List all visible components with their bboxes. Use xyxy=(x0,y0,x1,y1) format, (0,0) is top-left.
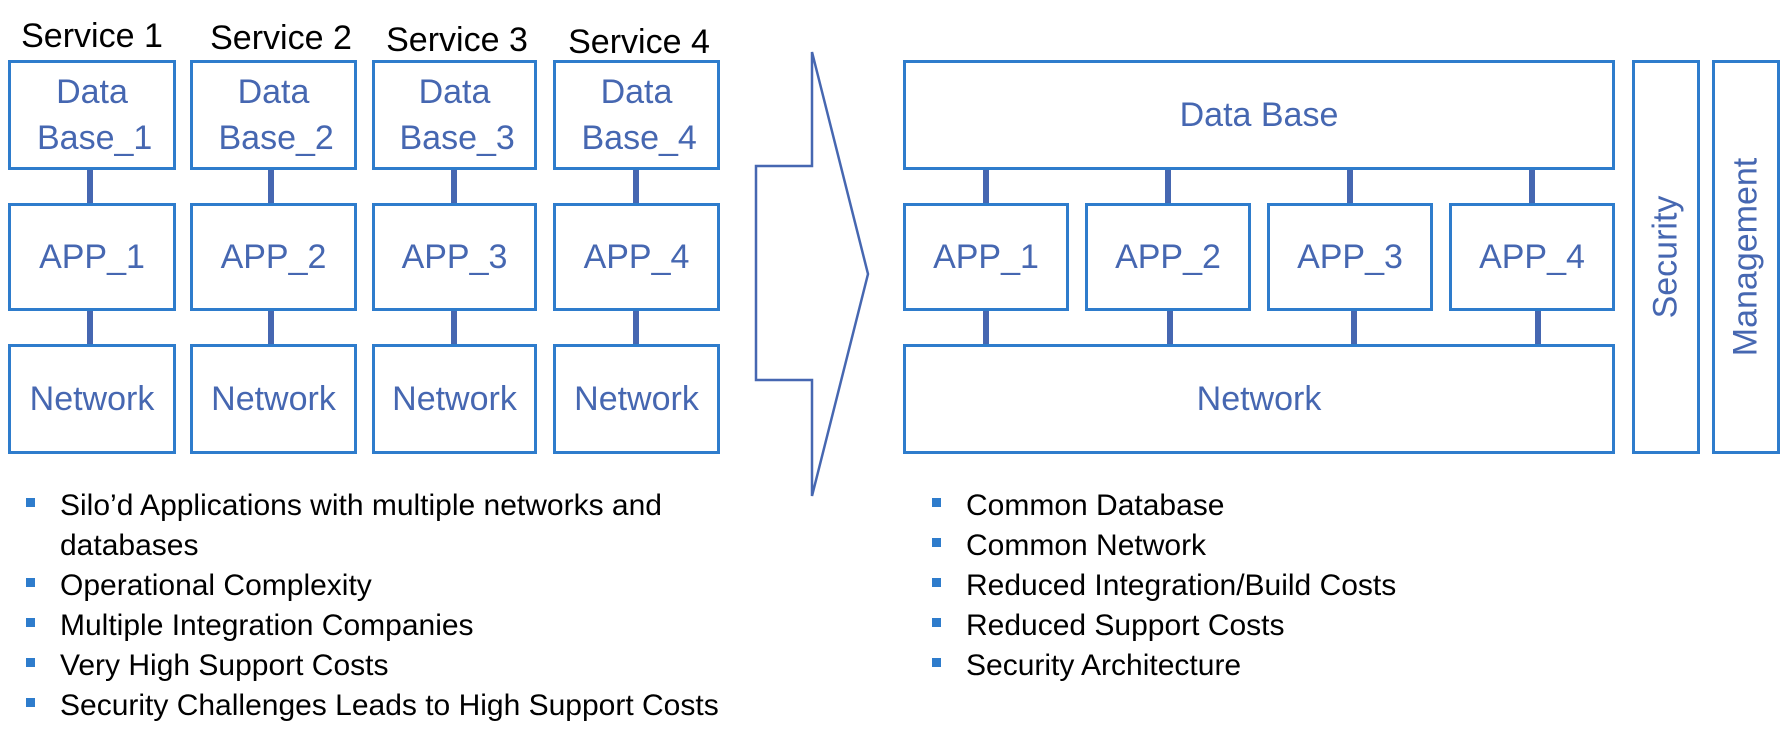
list-item: Reduced Support Costs xyxy=(932,606,1632,646)
network-label: Network xyxy=(29,380,155,418)
app-label: APP_1 xyxy=(933,238,1039,276)
database-label: Data Base_3 xyxy=(399,73,515,157)
list-item: Very High Support Costs xyxy=(26,646,746,686)
connector xyxy=(1167,311,1173,344)
app-box: APP_3 xyxy=(372,203,537,311)
connector xyxy=(1351,311,1357,344)
database-box: Data Base_3 xyxy=(372,60,537,170)
list-item: Silo’d Applications with multiple networ… xyxy=(26,486,746,566)
connector xyxy=(1535,311,1541,344)
app-label: APP_3 xyxy=(401,238,508,276)
network-box: Network xyxy=(372,344,537,454)
connector xyxy=(1347,170,1353,203)
service-title: Service 4 xyxy=(568,23,710,61)
app-box: APP_4 xyxy=(1449,203,1615,311)
database-label: Data Base_1 xyxy=(37,73,153,157)
list-item: Common Database xyxy=(932,486,1632,526)
connector xyxy=(1165,170,1171,203)
app-box: APP_3 xyxy=(1267,203,1433,311)
service-title: Service 2 xyxy=(210,19,352,57)
connector xyxy=(87,311,93,344)
app-box: APP_1 xyxy=(903,203,1069,311)
database-box: Data Base_4 xyxy=(553,60,720,170)
network-label: Network xyxy=(1196,380,1322,418)
connector xyxy=(633,311,639,344)
network-box: Network xyxy=(190,344,357,454)
connector xyxy=(268,311,274,344)
app-label: APP_3 xyxy=(1297,238,1403,276)
silo-drawbacks-list: Silo’d Applications with multiple networ… xyxy=(26,486,746,726)
app-box: APP_1 xyxy=(8,203,176,311)
list-item: Multiple Integration Companies xyxy=(26,606,746,646)
database-box: Data Base_1 xyxy=(8,60,176,170)
security-box xyxy=(1632,60,1700,454)
connector xyxy=(451,311,457,344)
app-label: APP_2 xyxy=(220,238,327,276)
database-label: Data Base_4 xyxy=(581,73,697,157)
connector xyxy=(1529,170,1535,203)
common-database-box: Data Base xyxy=(903,60,1615,170)
database-label: Data Base_2 xyxy=(218,73,334,157)
app-box: APP_2 xyxy=(190,203,357,311)
management-box xyxy=(1712,60,1780,454)
service-title: Service 1 xyxy=(21,17,163,55)
connector xyxy=(983,311,989,344)
network-label: Network xyxy=(211,380,336,418)
network-box: Network xyxy=(553,344,720,454)
list-item: Security Challenges Leads to High Suppor… xyxy=(26,686,746,726)
security-label: Security xyxy=(1646,195,1685,319)
list-item: Common Network xyxy=(932,526,1632,566)
service-title: Service 3 xyxy=(386,21,528,59)
app-label: APP_4 xyxy=(583,238,690,276)
consolidation-benefits-list: Common Database Common Network Reduced I… xyxy=(932,486,1632,686)
network-box: Network xyxy=(8,344,176,454)
app-box: APP_4 xyxy=(553,203,720,311)
database-box: Data Base_2 xyxy=(190,60,357,170)
app-label: APP_2 xyxy=(1115,238,1221,276)
connector xyxy=(451,170,457,203)
app-box: APP_2 xyxy=(1085,203,1251,311)
management-label: Management xyxy=(1726,157,1765,357)
connector xyxy=(87,170,93,203)
database-label: Data Base xyxy=(1179,96,1339,134)
connector xyxy=(268,170,274,203)
connector xyxy=(983,170,989,203)
common-network-box: Network xyxy=(903,344,1615,454)
list-item: Security Architecture xyxy=(932,646,1632,686)
list-item: Reduced Integration/Build Costs xyxy=(932,566,1632,606)
network-label: Network xyxy=(392,380,517,418)
list-item: Operational Complexity xyxy=(26,566,746,606)
app-label: APP_1 xyxy=(39,238,145,276)
app-label: APP_4 xyxy=(1479,238,1585,276)
connector xyxy=(633,170,639,203)
network-label: Network xyxy=(574,380,699,418)
